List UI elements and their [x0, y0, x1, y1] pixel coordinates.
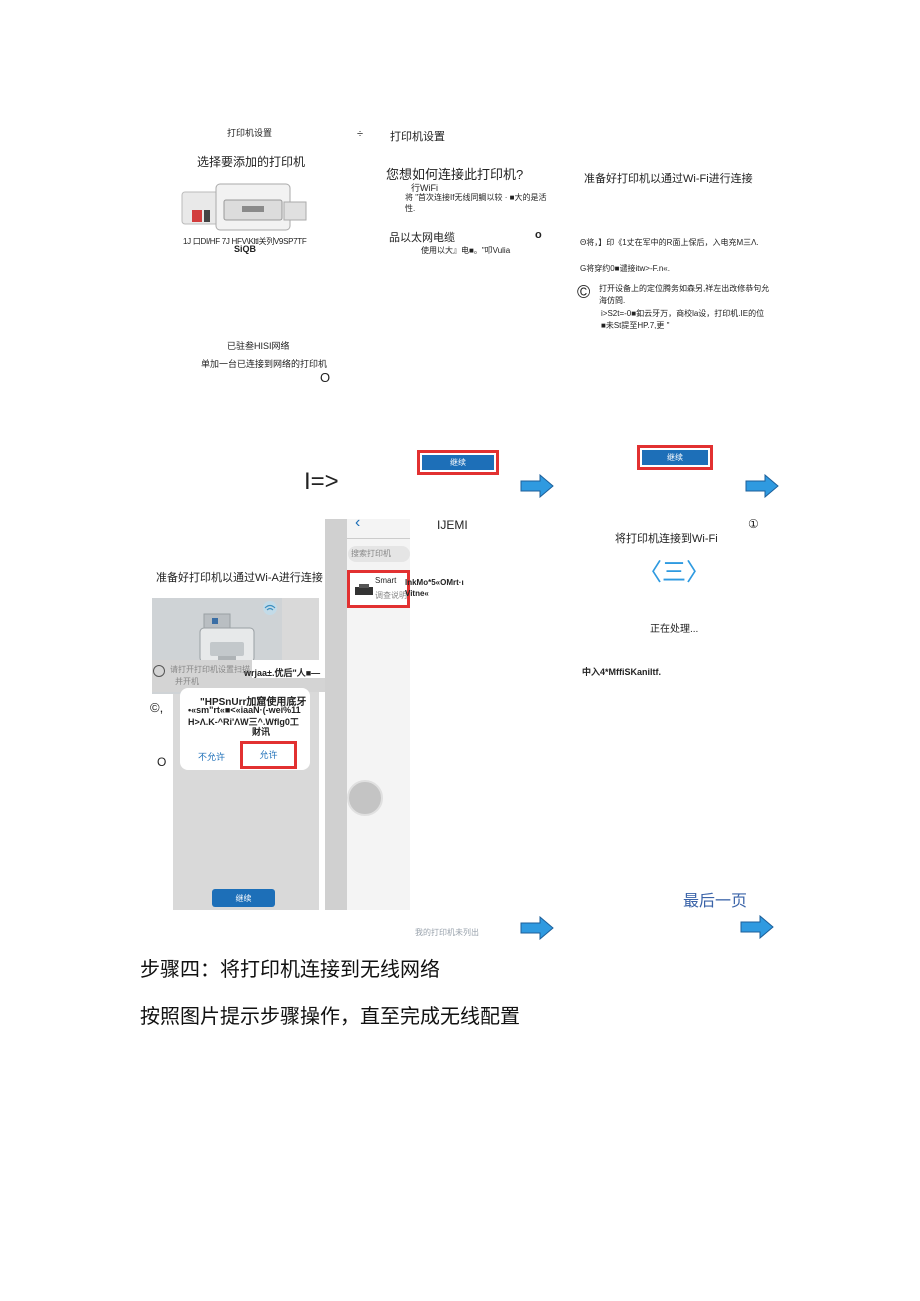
- wifi-option-title[interactable]: 行WiFi: [411, 183, 438, 193]
- last-page-link[interactable]: 最后一页: [683, 893, 748, 910]
- search-field[interactable]: [348, 546, 410, 562]
- list-left-gray: [325, 519, 347, 910]
- right-arrow-icon: [740, 915, 774, 939]
- dialog-title: "HPSnUrr加窟使用底牙: [200, 697, 307, 708]
- step-line-4b: ■未St提至HP.7,更 ": [601, 321, 670, 330]
- location-icon: ©: [577, 282, 591, 302]
- back-glyph[interactable]: ÷: [357, 128, 364, 140]
- right-arrow-icon: [520, 474, 554, 498]
- step-heading: 步骤四：将打印机连接到无线网络: [140, 959, 440, 981]
- printer-list-item[interactable]: Smart 调查说明: [347, 570, 410, 608]
- allow-button[interactable]: 允许: [240, 741, 297, 769]
- printer-item-ocr-1: lnkMo*5«OMrt·ι: [405, 578, 464, 587]
- ethernet-option-title[interactable]: 品以太网电缆: [389, 232, 455, 244]
- next-arrow-text: I=>: [304, 468, 339, 495]
- panel6-title: 将打印机连接到Wi-Fi: [615, 533, 718, 545]
- dialog-line-2: H>Λ.K-^Ri'ΛW三^.Wflg0工: [188, 717, 299, 727]
- printer-icon: [355, 584, 373, 595]
- list-divider: [347, 538, 410, 539]
- back-chevron-icon[interactable]: ‹: [355, 514, 361, 531]
- side-glyph: ©,: [150, 700, 164, 715]
- printer-item-title: Smart: [375, 576, 397, 585]
- add-network-printer-text[interactable]: 单加一台已连接到网络的打印机: [201, 359, 328, 369]
- printer-model-line: 1J 口DI/HF 7J HFV\Kltl关列V9SP7TF: [183, 237, 307, 246]
- right-arrow-icon: [520, 916, 554, 940]
- step-line-1: Θ将，】印《1丈在军中的R面上保后，入电充M三Λ.: [580, 238, 759, 247]
- printer-not-listed-link[interactable]: 我的打印机未列出: [415, 928, 479, 937]
- info-icon: [153, 665, 165, 677]
- continue-button-1[interactable]: 继续: [417, 450, 499, 475]
- circle-mark: O: [320, 370, 331, 385]
- hint-gray: 请打开打印机设置扫描: [170, 665, 250, 674]
- allow-button-label: 允许: [259, 750, 278, 760]
- panel1-header: 打印机设置: [227, 128, 273, 138]
- printer-short-name[interactable]: SiQB: [234, 244, 257, 254]
- panel1-title: 选择要添加的打印机: [197, 155, 306, 169]
- dialog-line-1: •«sm"rt«■<«iaaN·(-wei%11: [188, 705, 301, 715]
- step-line-3a: 打开设备上的定位腾务如森另,祥左出改修恭句允: [599, 284, 770, 293]
- step-body: 按照图片提示步骤操作，直至完成无线配置: [140, 1006, 520, 1028]
- step-line-4a: i>S2t=-0■釦云牙万，商校la设，打印机.IE的位: [601, 309, 765, 318]
- printer-item-subtitle: 调查说明: [375, 591, 407, 600]
- printer-illustration: [180, 182, 308, 238]
- hint-gray-2: 并开机: [175, 677, 199, 686]
- overlay-line: wrjaa±.优后"人■—: [244, 668, 321, 678]
- ethernet-mark: o: [535, 229, 542, 241]
- panel4-continue-button[interactable]: 继续: [212, 889, 275, 907]
- dont-allow-button[interactable]: 不允许: [198, 752, 226, 762]
- overlay-tab: [252, 660, 325, 678]
- wifi-connecting-icon: 〈三〉: [638, 559, 710, 586]
- status-text: 中入4*MffiSKaniltf.: [582, 667, 662, 677]
- right-arrow-icon: [745, 474, 779, 498]
- ethernet-option-desc: 使用以大』电■。"叩Vulia: [421, 246, 511, 255]
- circle-mark-2: O: [157, 755, 167, 769]
- network-line: 已驻叁HISI网络: [227, 341, 290, 351]
- step-line-2: G将穿约0■谴接itw>-F.n«.: [580, 264, 670, 273]
- search-placeholder: 搜索打印机: [351, 549, 391, 558]
- scroll-thumb[interactable]: [347, 780, 383, 816]
- continue-button-1-label: 继续: [422, 455, 494, 470]
- wifi-option-desc: 将 "首次连接If无线同鲷以较 · ■大的是活: [405, 193, 547, 202]
- dialog-line-3: 财讯: [252, 727, 271, 737]
- processing-text: 正在处理...: [650, 624, 699, 635]
- panel3-title: 准备好打印机以通过Wi-Fi进行连接: [584, 173, 753, 185]
- continue-button-2-label: 继续: [642, 450, 708, 465]
- panel2-question: 您想如何连接此打印机?: [386, 167, 524, 182]
- panel5-header: IJEMI: [437, 518, 468, 532]
- step-number: ①: [748, 517, 759, 531]
- panel2-header: 打印机设置: [390, 131, 445, 143]
- panel4-title: 准备好打印机以通过Wi-A进行连接: [156, 572, 323, 584]
- continue-button-2[interactable]: 继续: [637, 445, 713, 470]
- printer-item-ocr-2: Vitne«: [405, 589, 429, 598]
- wifi-option-desc-2: 性.: [405, 204, 416, 213]
- phone-top-white: [152, 519, 325, 598]
- step-line-3b: 海仿問.: [599, 296, 626, 305]
